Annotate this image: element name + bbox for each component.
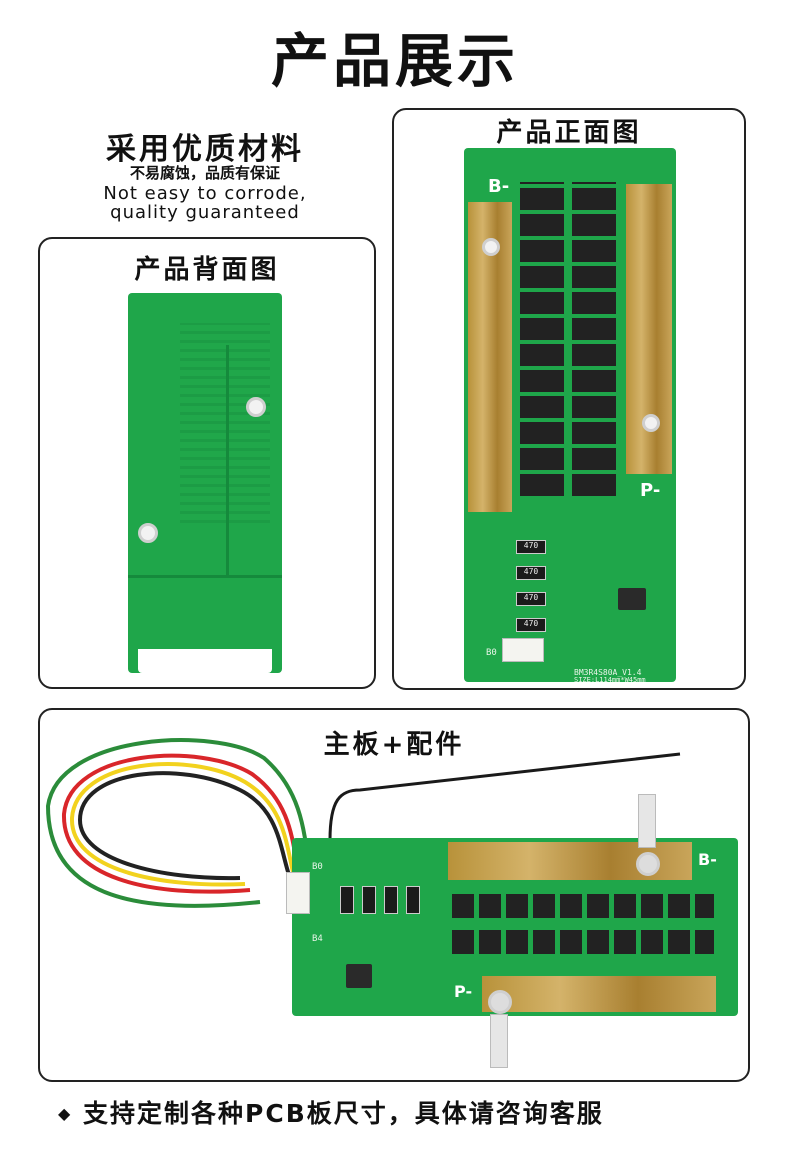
label-b4: B4 <box>312 934 323 944</box>
footer-text: 支持定制各种PCB板尺寸，具体请咨询客服 <box>83 1099 604 1128</box>
resistor: 470 <box>516 566 546 580</box>
feature-english-line-1: Not easy to corrode, <box>103 183 307 204</box>
kit-title: 主板+配件 <box>323 730 465 760</box>
connector <box>502 638 544 662</box>
label-p-minus: P- <box>640 480 661 501</box>
mount-hole <box>482 238 500 256</box>
label-b0: B0 <box>486 648 497 658</box>
label-b-minus: B- <box>488 176 510 197</box>
label-size: SIZE:L114mm*W45mm <box>574 676 646 684</box>
mosfet-column-right <box>572 182 616 496</box>
resistor <box>340 886 354 914</box>
resistor <box>406 886 420 914</box>
resistor: 470 <box>516 540 546 554</box>
pcb-kit-image: B- P- B0 B4 <box>286 838 738 1016</box>
busbar-p-minus <box>626 184 672 474</box>
feature-subline: 不易腐蚀，品质有保证 <box>129 164 280 182</box>
label-model: BM3R4S80A_V1.4 <box>574 668 642 677</box>
busbar-p-minus <box>482 976 716 1012</box>
feature-english-line-2: quality guaranteed <box>110 202 300 223</box>
kit-panel: 主板+配件 B- P- B0 B4 <box>38 708 750 1082</box>
ring-terminal <box>636 852 660 876</box>
footer-note: ◆ 支持定制各种PCB板尺寸，具体请咨询客服 <box>58 1094 604 1130</box>
mosfet-column-left <box>520 182 564 496</box>
connector <box>286 872 310 914</box>
mount-hole <box>138 523 158 543</box>
ring-terminal <box>488 990 512 1014</box>
ic-chip <box>346 964 372 988</box>
label-b-minus: B- <box>698 850 717 869</box>
resistor: 470 <box>516 592 546 606</box>
page-title: 产品展示 <box>270 27 519 95</box>
label-p-minus: P- <box>454 982 473 1001</box>
trace <box>128 575 282 578</box>
via-pattern <box>180 323 270 523</box>
wire-harness-image <box>45 738 681 908</box>
notch <box>138 649 272 673</box>
terminal-barrel <box>638 794 656 848</box>
resistor: 470 <box>516 618 546 632</box>
bullet-icon: ◆ <box>58 1104 73 1123</box>
back-view-title: 产品背面图 <box>134 255 280 285</box>
ic-chip <box>618 588 646 610</box>
back-view-panel: 产品背面图 <box>38 237 376 689</box>
feature-headline: 采用优质材料 <box>106 132 304 167</box>
pcb-back-image <box>128 293 282 673</box>
front-view-panel: 产品正面图 B- P- 470 470 470 470 B0 BM3R4S80A… <box>392 108 746 690</box>
mount-hole <box>642 414 660 432</box>
front-view-title: 产品正面图 <box>496 118 642 148</box>
label-b0: B0 <box>312 862 323 872</box>
resistor <box>384 886 398 914</box>
mosfet-row-bottom <box>452 930 714 954</box>
terminal-barrel <box>490 1014 508 1068</box>
resistor <box>362 886 376 914</box>
mosfet-row-top <box>452 894 714 918</box>
busbar-b-minus <box>468 202 512 512</box>
mount-hole <box>246 397 266 417</box>
pcb-front-image: B- P- 470 470 470 470 B0 BM3R4S80A_V1.4 … <box>464 148 676 684</box>
trace <box>226 345 229 575</box>
